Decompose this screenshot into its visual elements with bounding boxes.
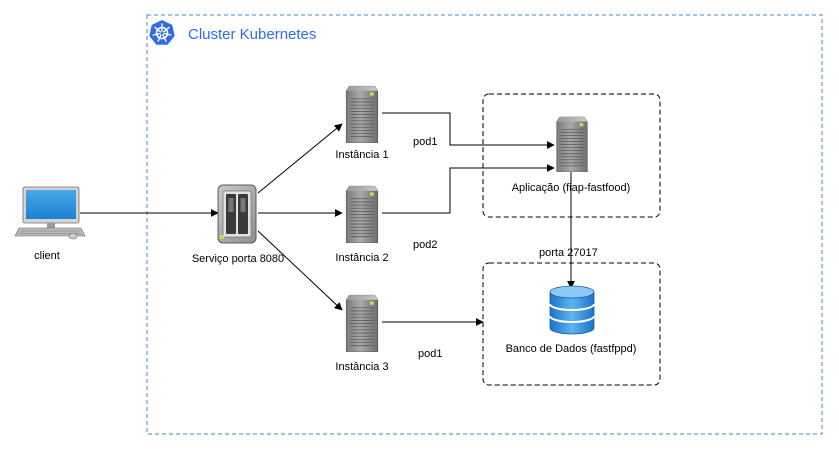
edge-instance1-app bbox=[382, 112, 555, 149]
app-label: Aplicação (fiap-fastfood) bbox=[512, 182, 631, 194]
database-label: Banco de Dados (fastfppd) bbox=[506, 343, 637, 355]
edges bbox=[80, 112, 575, 326]
edge-label-db-port: porta 27017 bbox=[539, 247, 598, 259]
server-tower-icon bbox=[345, 85, 379, 143]
instance1-label: Instância 1 bbox=[335, 149, 388, 161]
server-tower-icon bbox=[556, 116, 588, 172]
instance2-label: Instância 2 bbox=[335, 252, 388, 264]
kubernetes-icon bbox=[149, 20, 175, 45]
edge-service-instance3 bbox=[257, 230, 343, 311]
edge-label-pod-bottom: pod1 bbox=[418, 348, 442, 360]
database-icon bbox=[549, 285, 595, 335]
desktop-computer-icon bbox=[14, 186, 86, 240]
service-label: Serviço porta 8080 bbox=[192, 253, 284, 265]
cluster-title: Cluster Kubernetes bbox=[188, 26, 316, 43]
edge-service-instance1 bbox=[257, 123, 343, 194]
edge-label-pod-middle: pod2 bbox=[413, 239, 437, 251]
client-label: client bbox=[34, 250, 60, 262]
cluster-boundary bbox=[146, 14, 823, 435]
nas-storage-icon bbox=[217, 184, 257, 244]
edge-instance2-app bbox=[382, 164, 555, 214]
instance3-label: Instância 3 bbox=[335, 361, 388, 373]
server-tower-icon bbox=[345, 294, 379, 352]
server-tower-icon bbox=[345, 185, 379, 243]
edge-label-pod-top: pod1 bbox=[413, 136, 437, 148]
